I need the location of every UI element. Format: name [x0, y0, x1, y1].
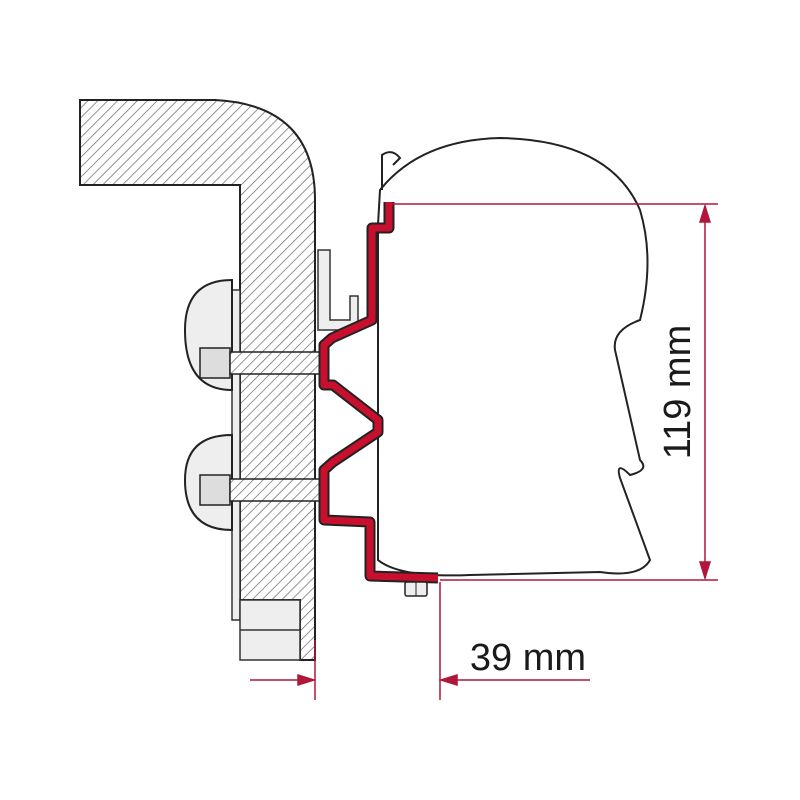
- bolt-lower: [199, 474, 323, 506]
- height-dimension: [392, 203, 718, 581]
- height-dimension-label: 119 mm: [657, 325, 699, 459]
- offset-dimension-label: 39 mm: [470, 637, 586, 679]
- offset-dimension: [250, 582, 590, 700]
- awning-hook: [381, 151, 402, 190]
- awning-housing: [377, 136, 652, 577]
- bolt-upper: [199, 347, 323, 379]
- vehicle-wall-section: [79, 99, 316, 661]
- bracket-bolt: [404, 581, 428, 597]
- interior-trim-profile: [231, 289, 301, 661]
- wall-rail: [317, 249, 359, 331]
